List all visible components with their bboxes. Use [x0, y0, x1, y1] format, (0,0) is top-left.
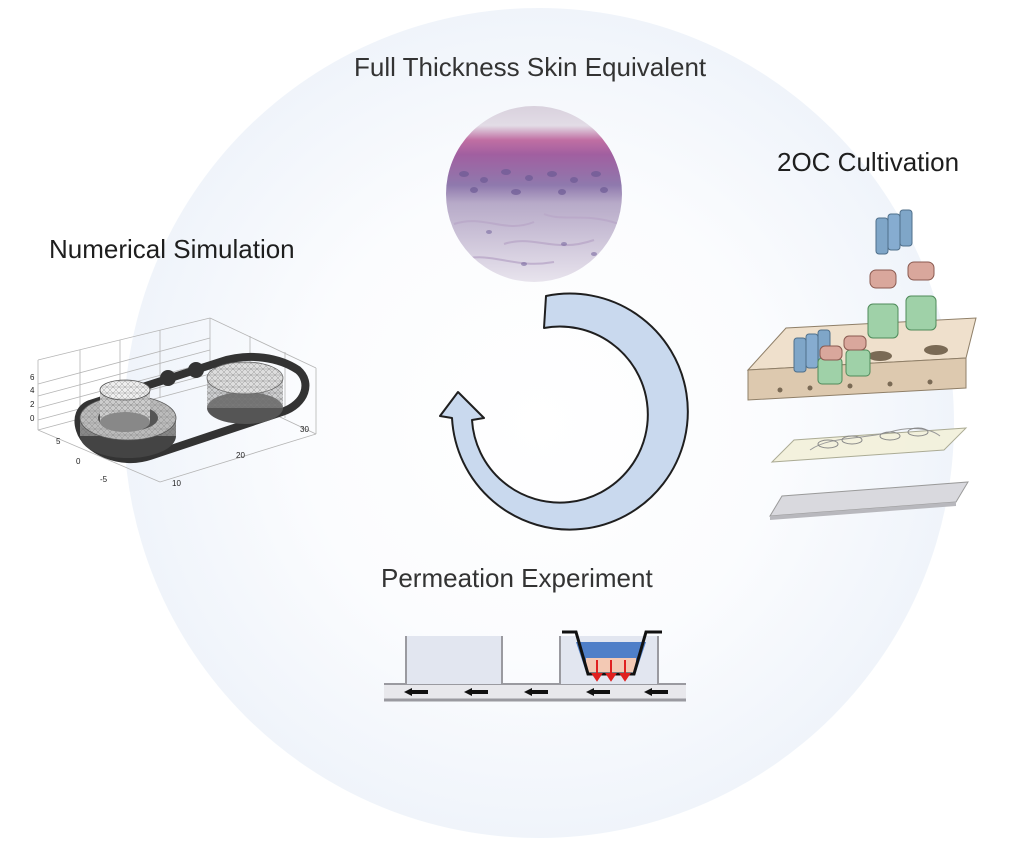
z-tick-4: 4: [30, 386, 35, 395]
y-tick--5: -5: [100, 475, 108, 484]
label-permeation-experiment: Permeation Experiment: [381, 563, 653, 593]
y-tick-0: 0: [76, 457, 81, 466]
z-tick-6: 6: [30, 373, 35, 382]
z-tick-0: 0: [30, 414, 35, 423]
label-2oc-cultivation: 2OC Cultivation: [777, 147, 960, 177]
y-tick-5: 5: [56, 437, 61, 446]
simulation-plot: 6 4 2 0 5 0 -5 10 20 30: [30, 317, 317, 488]
x-tick-10: 10: [172, 479, 181, 488]
x-tick-20: 20: [236, 451, 245, 460]
x-tick-30: 30: [300, 425, 309, 434]
circular-arrow-icon: [439, 292, 689, 531]
z-tick-2: 2: [30, 400, 35, 409]
down-arrow-icon: [591, 660, 631, 682]
skin-histology-image: [446, 106, 622, 282]
label-numerical-simulation: Numerical Simulation: [49, 234, 295, 264]
label-skin-equivalent: Full Thickness Skin Equivalent: [354, 52, 707, 82]
flow-arrow-icon: [404, 688, 668, 696]
2oc-device-illustration: [746, 209, 977, 520]
permeation-schematic: [384, 630, 686, 702]
